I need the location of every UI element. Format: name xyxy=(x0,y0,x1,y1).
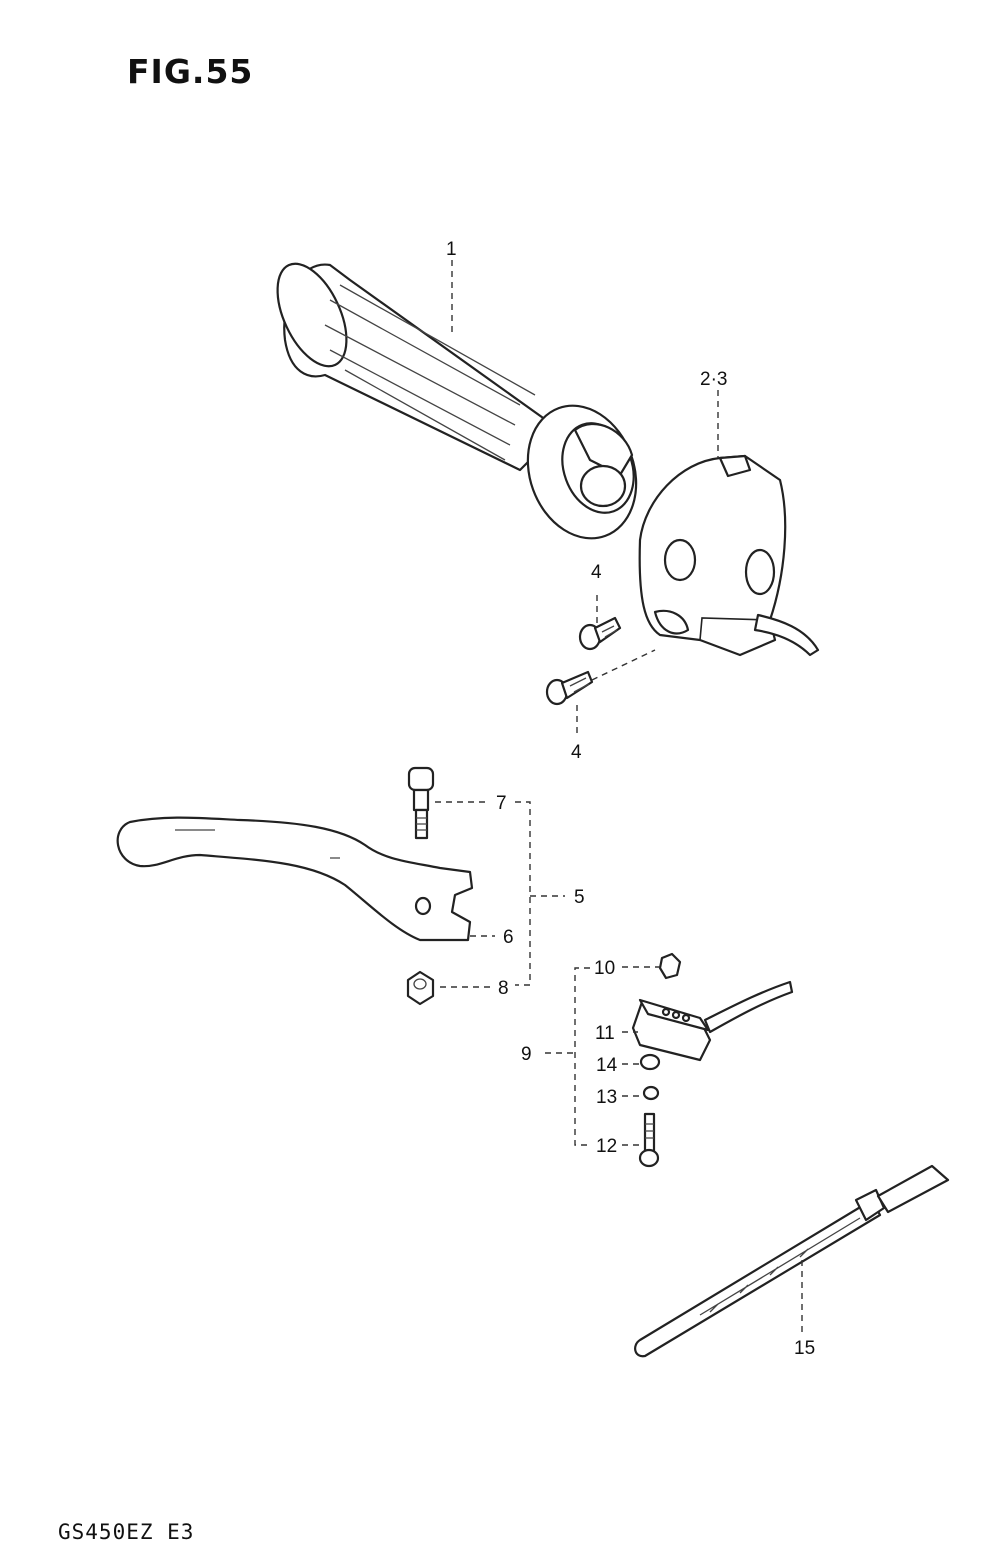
small-nut-part[interactable] xyxy=(642,1085,660,1101)
callout-4-lower: 4 xyxy=(571,742,582,763)
callout-1: 1 xyxy=(446,239,457,260)
washer-part[interactable] xyxy=(639,1053,661,1071)
model-code: GS450EZ E3 xyxy=(58,1520,195,1544)
callout-2-3: 2·3 xyxy=(700,369,727,390)
screw-upper-part[interactable] xyxy=(578,616,622,651)
callout-8: 8 xyxy=(498,978,509,999)
callout-6: 6 xyxy=(503,927,514,948)
callout-9: 9 xyxy=(521,1044,532,1065)
figure-title: FIG.55 xyxy=(127,52,254,91)
clamp-screw-part[interactable] xyxy=(638,1112,660,1168)
clamp-part[interactable] xyxy=(631,980,794,1062)
callout-11: 11 xyxy=(595,1023,615,1044)
screw-lower-part[interactable] xyxy=(545,670,594,706)
callout-4-upper: 4 xyxy=(591,562,602,583)
cap-part[interactable] xyxy=(658,952,682,980)
callout-10: 10 xyxy=(594,958,615,979)
callout-5: 5 xyxy=(574,887,585,908)
lever-part[interactable] xyxy=(116,816,474,942)
nut-part[interactable] xyxy=(406,970,435,1006)
switch-housing-part[interactable] xyxy=(638,454,820,657)
pivot-bolt-part[interactable] xyxy=(407,766,435,840)
callout-15: 15 xyxy=(794,1338,815,1359)
callout-14: 14 xyxy=(596,1055,618,1076)
callout-7: 7 xyxy=(496,793,507,814)
callout-12: 12 xyxy=(596,1136,617,1157)
callout-13: 13 xyxy=(596,1087,617,1108)
grip-part[interactable] xyxy=(263,253,654,553)
cable-tie-part[interactable] xyxy=(634,1164,950,1358)
